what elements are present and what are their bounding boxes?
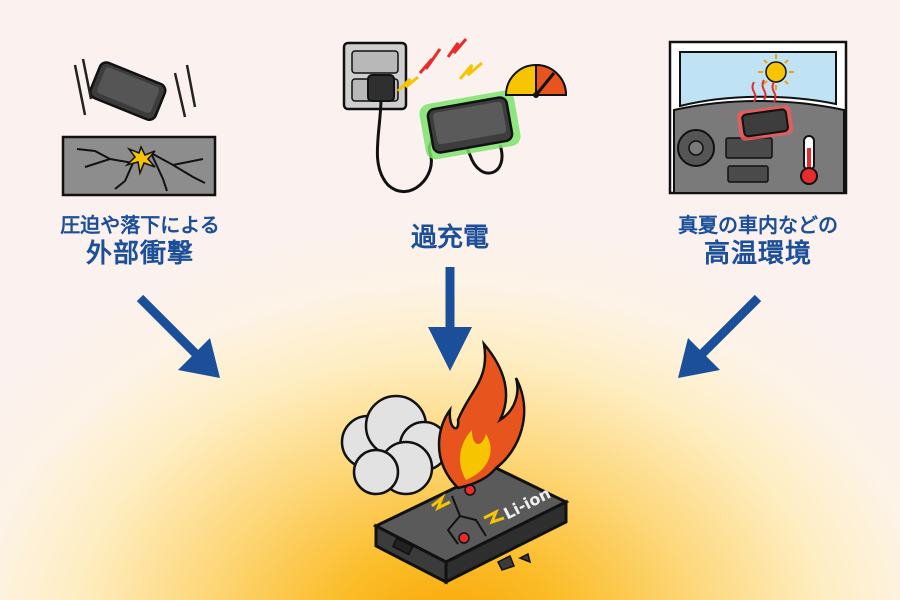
arrow-left-icon bbox=[136, 294, 220, 378]
overcharge-icon bbox=[342, 38, 568, 193]
arrow-right-icon bbox=[678, 294, 762, 378]
burning-battery-icon bbox=[340, 339, 570, 585]
hot-car-icon bbox=[668, 40, 848, 195]
arrow-center-icon bbox=[428, 267, 472, 371]
impact-drop-icon bbox=[61, 58, 217, 197]
cause-heat-label: 真夏の車内などの 高温環境 bbox=[678, 213, 838, 269]
cause-overcharge-label: 過充電 bbox=[410, 223, 489, 253]
cause-impact-label: 圧迫や落下による 外部衝撃 bbox=[60, 213, 220, 269]
burning-battery: Li-ion bbox=[320, 330, 580, 600]
